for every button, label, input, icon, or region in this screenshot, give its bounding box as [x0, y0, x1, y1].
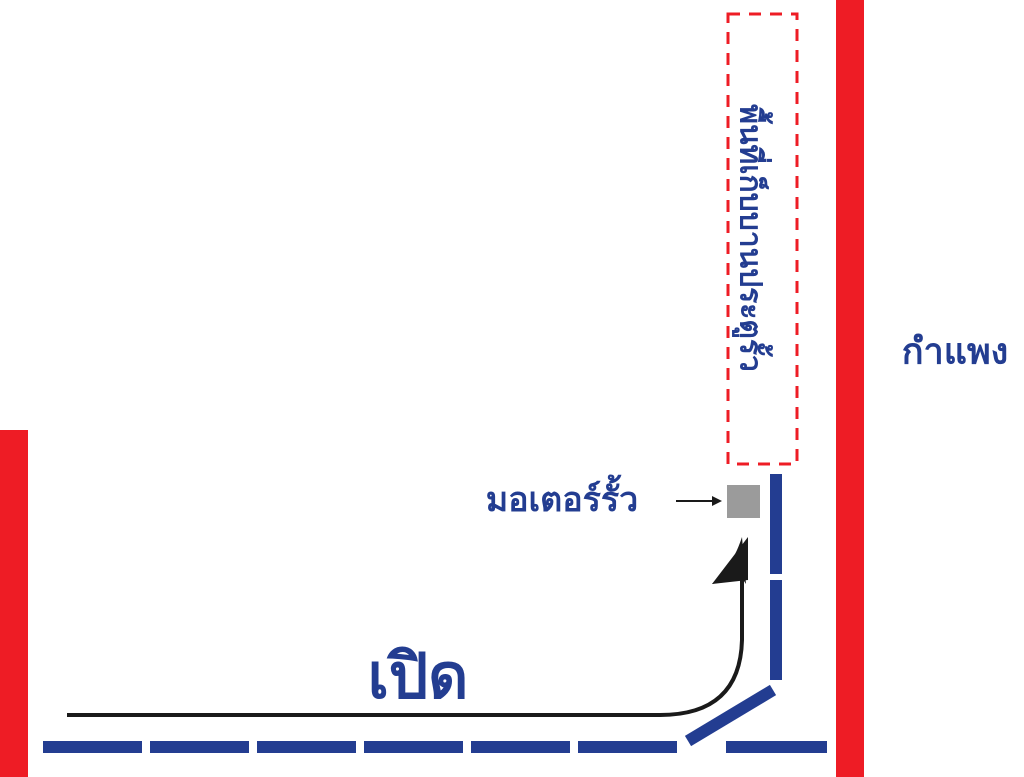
- motor-label: มอเตอร์รั้ว: [486, 474, 639, 520]
- gate-segment: [726, 741, 827, 753]
- open-label: เปิด: [368, 640, 469, 713]
- open-direction-arrowhead-tip: [712, 537, 748, 584]
- gate-vertical-track: [770, 474, 782, 680]
- gate-segment: [150, 741, 249, 753]
- gate-track: [43, 741, 827, 753]
- open-direction-arrow: [67, 578, 744, 717]
- gate-segment: [364, 741, 463, 753]
- gate-storage-area: [726, 12, 799, 466]
- gate-storage-label: พื้นที่เก็บบานประตูรั้ว: [732, 104, 774, 372]
- gate-vertical-segment: [770, 474, 782, 574]
- gate-segment: [257, 741, 356, 753]
- gate-segment: [471, 741, 570, 753]
- wall-label: กำแพง: [902, 332, 1009, 373]
- gate-turn-segment: [684, 684, 777, 747]
- motor-pointer-arrowhead: [712, 496, 722, 506]
- left-wall: [0, 430, 28, 777]
- gate-segment: [578, 741, 677, 753]
- gate-segment: [43, 741, 142, 753]
- right-wall: [836, 0, 864, 777]
- motor-box: [727, 485, 760, 518]
- gate-vertical-segment: [770, 580, 782, 680]
